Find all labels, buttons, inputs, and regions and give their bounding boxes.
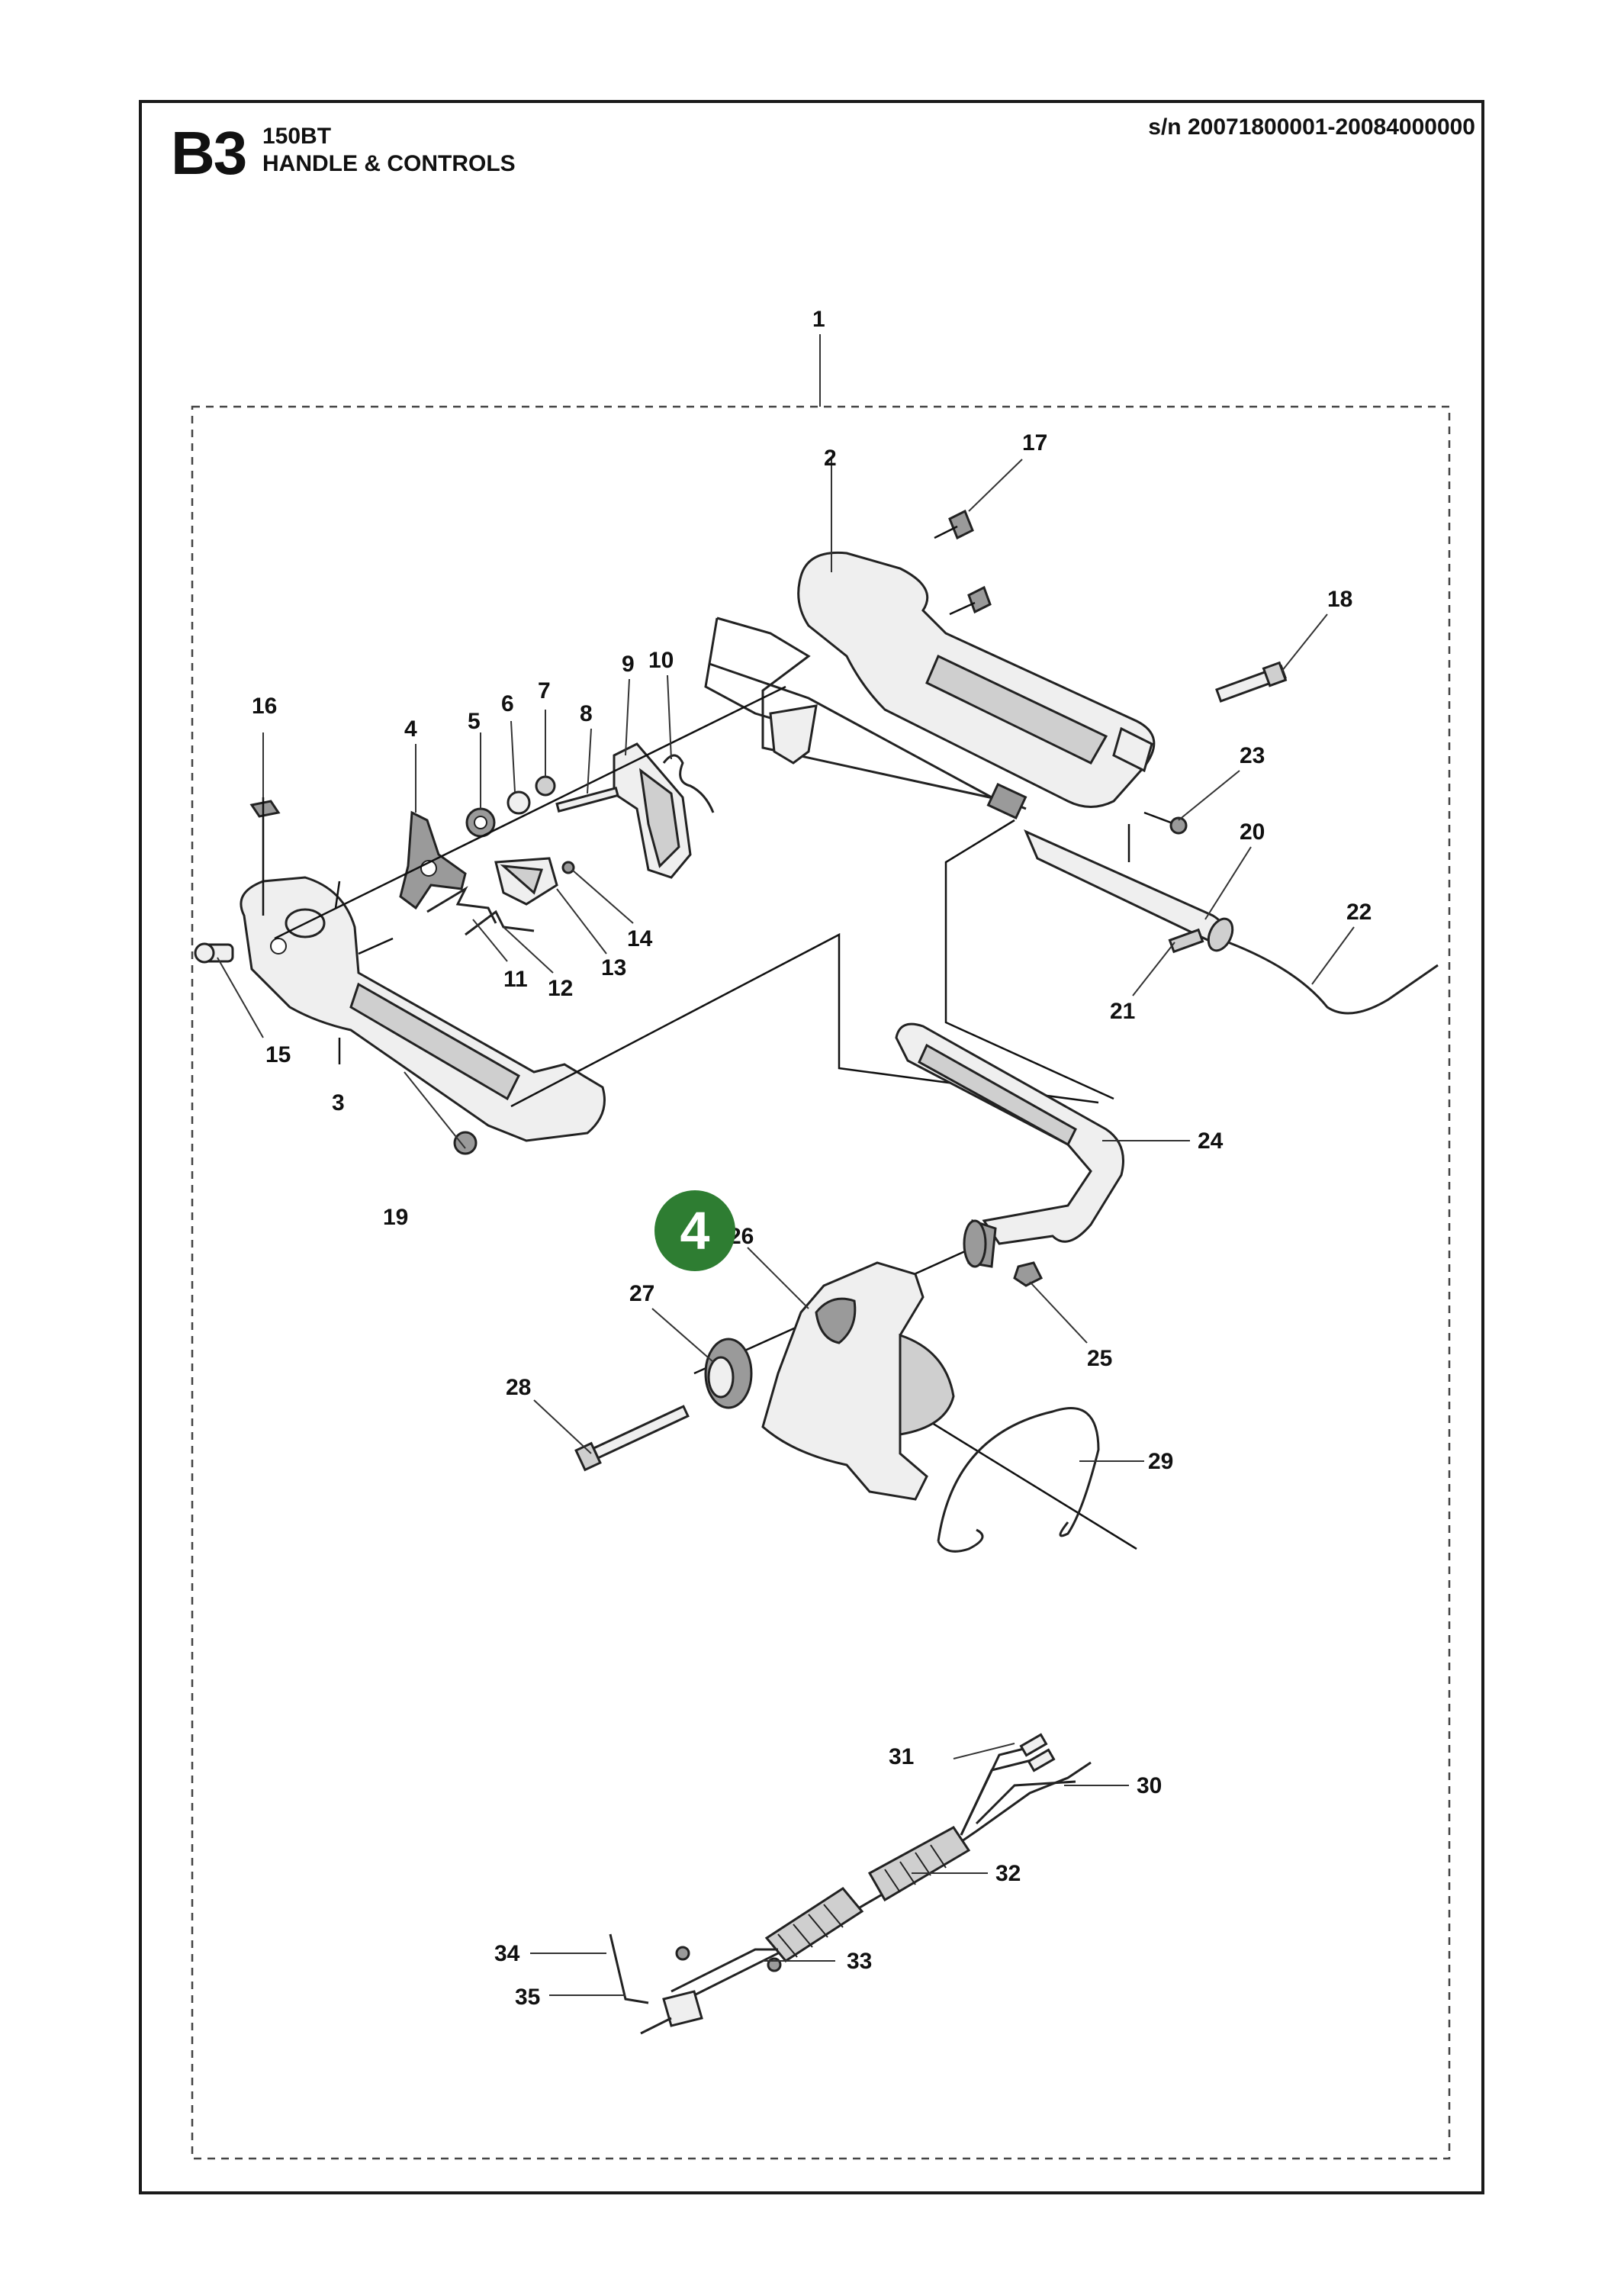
callout-30: 30 xyxy=(1137,1773,1162,1798)
drawing-frame xyxy=(139,100,1484,2194)
callout-31: 31 xyxy=(889,1744,914,1769)
callout-32: 32 xyxy=(995,1861,1021,1886)
throttle-cable-part xyxy=(1227,941,1439,1015)
callout-13: 13 xyxy=(601,955,626,980)
callout-33: 33 xyxy=(847,1949,872,1974)
callout-11: 11 xyxy=(503,967,528,992)
upper-handle-part xyxy=(797,551,1156,808)
loop-handle-part xyxy=(895,1022,1124,1268)
upper-frame-wire xyxy=(709,662,992,799)
throttle-clip-part xyxy=(494,857,558,906)
control-lever-part xyxy=(613,742,692,879)
callout-3: 3 xyxy=(332,1090,345,1116)
callout-8: 8 xyxy=(580,701,593,726)
callout-22: 22 xyxy=(1346,900,1372,925)
connector-part xyxy=(986,782,1027,820)
assembly-axis xyxy=(358,937,394,955)
nut-part xyxy=(1013,1261,1044,1287)
clip-part xyxy=(249,800,281,818)
callout-20: 20 xyxy=(1240,819,1265,845)
callout-35: 35 xyxy=(515,1985,540,2010)
bracket-part xyxy=(465,909,535,936)
callout-5: 5 xyxy=(468,709,481,734)
callout-9: 9 xyxy=(622,652,635,677)
assembly-axis xyxy=(274,685,786,940)
callout-15: 15 xyxy=(265,1042,291,1067)
callout-23: 23 xyxy=(1240,743,1265,768)
nut-part xyxy=(453,1131,478,1155)
screw-part xyxy=(561,861,575,874)
wire-loop-part xyxy=(937,1407,1100,1553)
lower-handle-part xyxy=(240,876,606,1142)
assembly-axis xyxy=(944,819,1114,1100)
long-bolt-part xyxy=(574,1405,690,1472)
screw-part xyxy=(1143,811,1188,835)
callout-2: 2 xyxy=(824,446,837,471)
callout-29: 29 xyxy=(1148,1449,1173,1474)
callout-24: 24 xyxy=(1198,1128,1224,1154)
callout-17: 17 xyxy=(1022,430,1047,456)
wiring-harness-part xyxy=(609,1733,1092,2035)
section-title: HANDLE & CONTROLS xyxy=(262,151,516,176)
callout-28: 28 xyxy=(506,1375,531,1400)
spring-part xyxy=(662,754,715,813)
tube-part xyxy=(1024,829,1234,952)
handle-clamp-part xyxy=(761,1261,955,1501)
bracket-part xyxy=(426,886,497,924)
callout-4-label: 4 xyxy=(404,716,417,742)
pin-part xyxy=(194,942,234,964)
callout-10: 10 xyxy=(648,648,674,673)
callout-21: 21 xyxy=(1110,999,1135,1024)
callout-4-badge: 4 xyxy=(654,1190,735,1271)
callout-27: 27 xyxy=(629,1281,654,1306)
connector-part xyxy=(1168,928,1204,954)
leader-lines xyxy=(217,458,1355,1996)
callout-19: 19 xyxy=(383,1205,408,1230)
callout-6: 6 xyxy=(501,691,514,716)
nut-part xyxy=(465,775,556,838)
serial-range: s/n 20071800001-20084000000 xyxy=(1148,114,1475,140)
assembly-boundary xyxy=(191,405,1451,2160)
long-bolt-part xyxy=(1215,661,1288,703)
bracket-part xyxy=(769,704,818,765)
callout-18: 18 xyxy=(1327,587,1352,612)
clamp-knob-part xyxy=(704,1338,753,1409)
model-name: 150BT xyxy=(262,124,332,149)
callout-labels: 1 2 3 5 4 6 7 8 9 10 11 12 13 14 15 16 1… xyxy=(252,307,1372,2010)
callout-7: 7 xyxy=(538,678,551,703)
bolt-part xyxy=(934,509,992,616)
callout-14: 14 xyxy=(627,926,653,951)
callout-34: 34 xyxy=(494,1941,520,1966)
callout-16: 16 xyxy=(252,694,277,719)
assembly-axis xyxy=(334,881,341,909)
section-code: B3 xyxy=(171,119,247,187)
callout-25: 25 xyxy=(1087,1346,1112,1371)
pin-part xyxy=(555,786,619,813)
callout-12: 12 xyxy=(548,976,573,1001)
callout-1: 1 xyxy=(812,307,825,332)
